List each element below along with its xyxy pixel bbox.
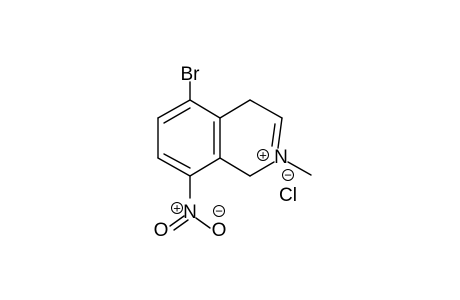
charge-sign: + <box>173 201 181 216</box>
charge-nitro-oxygen: − <box>213 204 225 219</box>
atom-ring-nitrogen: N <box>274 147 288 168</box>
bond-n2-methyl <box>287 161 312 176</box>
atom-nitro-nitrogen: N <box>183 202 197 223</box>
bond-c4a-c4 <box>219 99 251 119</box>
bond-c4-c3 <box>249 99 283 119</box>
atom-chloride: Cl <box>279 185 297 206</box>
bond-nitro-o-left-b <box>173 219 189 231</box>
double-bond-c7-c8 <box>163 153 191 169</box>
charge-sign: − <box>284 168 292 183</box>
charge-sign: + <box>259 148 267 163</box>
bond-n2-c1 <box>249 161 275 177</box>
bond-c1-c8a <box>219 157 251 177</box>
bond-c8a-c8 <box>189 157 221 177</box>
atom-nitro-oxygen-left: O <box>154 220 169 241</box>
dihydro-ring <box>219 99 283 177</box>
bond-c3-n2 <box>277 117 283 149</box>
atom-nitro-oxygen-right: O <box>212 220 227 241</box>
charge-nitro-nitrogen: + <box>171 201 183 216</box>
bond-c5-c4a <box>189 99 221 119</box>
bond-nitro-o-left-a <box>169 215 185 227</box>
double-bond-c3-n2 <box>271 123 276 147</box>
double-bond-c5-c6 <box>163 107 191 124</box>
charge-chloride: − <box>282 168 294 183</box>
charge-sign: − <box>215 204 223 219</box>
benzene-ring <box>157 99 221 177</box>
atom-bromine: Br <box>181 64 201 85</box>
bond-nitro-o-right <box>195 217 211 229</box>
charge-ring-nitrogen: + <box>257 148 269 163</box>
bond-c6-c5 <box>157 99 191 119</box>
bond-c8-c7 <box>157 157 191 177</box>
